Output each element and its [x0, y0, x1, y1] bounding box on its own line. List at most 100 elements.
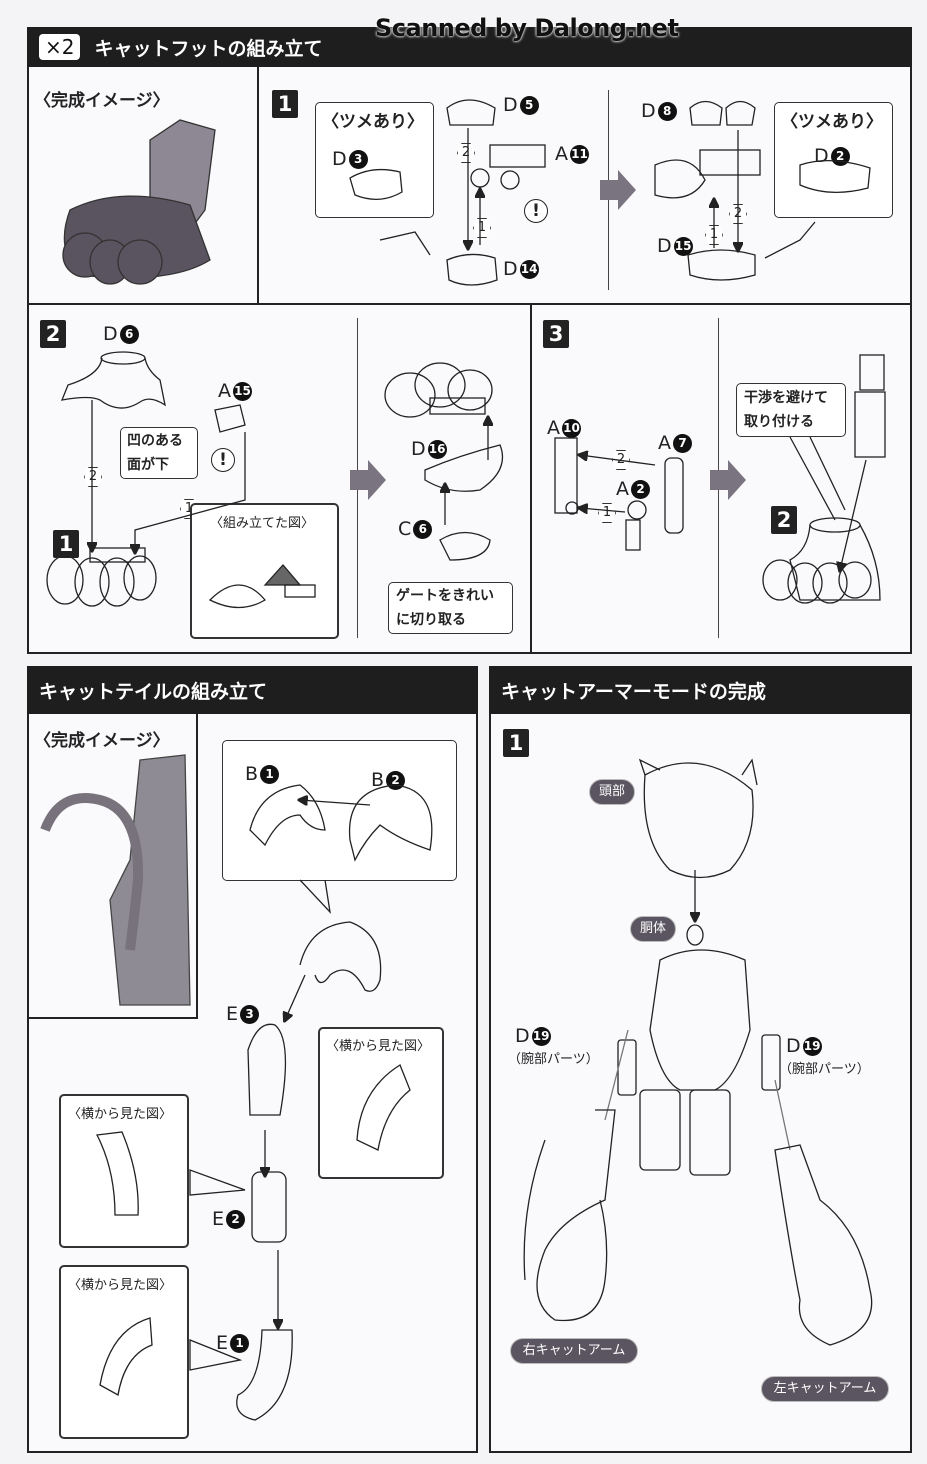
step-divider [530, 304, 532, 654]
part-number: 16 [427, 439, 447, 459]
scan-watermark: Scanned by Dalong.net [375, 14, 679, 42]
part-letter: D [641, 100, 656, 122]
part-letter: D [786, 1035, 801, 1057]
part-number: 2 [631, 479, 650, 499]
part-number: 1 [230, 1333, 250, 1353]
step3-parts [554, 354, 886, 604]
part-letter: D [411, 438, 426, 460]
head-label: 頭部 [589, 779, 635, 805]
part-letter: D [332, 148, 347, 170]
callout-label: 〈ツメあり〉 [322, 112, 424, 132]
side-view-box [59, 1094, 189, 1248]
assembled-view-label: 〈組み立てた図〉 [210, 516, 315, 531]
interference-note: 干渉を避けて取り付ける [744, 390, 828, 430]
part-number: 19 [802, 1036, 822, 1056]
order-marker: 2 [457, 143, 475, 163]
part-letter: B [371, 769, 385, 791]
step-number: 1 [503, 729, 529, 757]
detail-callout-box [222, 740, 457, 881]
part-number: 11 [570, 144, 589, 164]
assembled-view-box [190, 503, 339, 639]
part-number: 6 [119, 324, 139, 344]
gate-note-box [388, 582, 513, 634]
tail-preview-image [40, 754, 191, 1006]
part-letter: C [398, 518, 412, 540]
step-number: 2 [40, 320, 66, 348]
note-box [120, 427, 198, 479]
preview-divider [257, 67, 259, 304]
armor-mode-header: キャットアーマーモードの完成 [489, 666, 912, 714]
part-number: 2 [226, 1209, 246, 1229]
figure-line-art [523, 758, 873, 1346]
next-arrow-icon [350, 460, 386, 500]
part-number: 3 [240, 1004, 260, 1024]
part-number: 1 [260, 764, 280, 784]
part-number: 3 [348, 149, 368, 169]
foot-preview-image [62, 119, 216, 285]
preview-box [27, 714, 198, 1019]
torso-label: 胴体 [630, 916, 676, 942]
order-marker: 2 [84, 467, 102, 487]
tail-parts [95, 784, 433, 1421]
next-arrow-icon [710, 460, 746, 500]
part-letter: E [226, 1003, 239, 1025]
left-arm-label: 左キャットアーム [761, 1376, 889, 1402]
part-number: 2 [386, 770, 406, 790]
note-face-down: 凹のある面が下 [127, 433, 183, 473]
right-arm-label: 右キャットアーム [510, 1338, 638, 1364]
quantity-badge: ×2 [39, 34, 81, 60]
cat-tail-header: キャットテイルの組み立て [27, 666, 478, 714]
side-view-label: 〈横から見た図〉 [326, 1039, 431, 1054]
part-letter: A [658, 432, 671, 454]
step2-parts [46, 351, 504, 609]
next-arrow-icon [600, 170, 636, 210]
order-marker: 2 [612, 450, 630, 470]
part-number: 7 [673, 433, 692, 453]
part-letter: D [503, 258, 518, 280]
callout-label: 〈ツメあり〉 [781, 112, 883, 132]
part-number: 6 [413, 519, 433, 539]
section-title: キャットアーマーモードの完成 [501, 680, 766, 703]
part-number: 15 [233, 381, 252, 401]
cat-foot-header: ×2 キャットフットの組み立て [27, 27, 912, 67]
part-letter: A [616, 478, 629, 500]
gate-note: ゲートをきれいに切り取る [396, 588, 494, 628]
step-number: 3 [543, 320, 569, 348]
part-number: 5 [519, 95, 539, 115]
part-number: 10 [562, 418, 581, 438]
step1-parts [349, 99, 871, 286]
part-number: 8 [657, 101, 677, 121]
part-letter: D [503, 94, 518, 116]
order-marker: 1 [598, 503, 616, 523]
preview-label: 〈完成イメージ〉 [34, 731, 170, 751]
step-number: 1 [272, 90, 298, 118]
substep-reference: 2 [771, 506, 797, 534]
order-marker: 1 [473, 218, 491, 238]
side-view-label: 〈横から見た図〉 [68, 1107, 173, 1122]
part-letter: D [515, 1025, 530, 1047]
part-number: 14 [519, 259, 539, 279]
warning-icon: ! [211, 448, 235, 472]
note-box [736, 383, 846, 437]
part-letter: A [555, 143, 568, 165]
part-letter: A [547, 417, 560, 439]
substep-reference: 1 [53, 530, 79, 558]
